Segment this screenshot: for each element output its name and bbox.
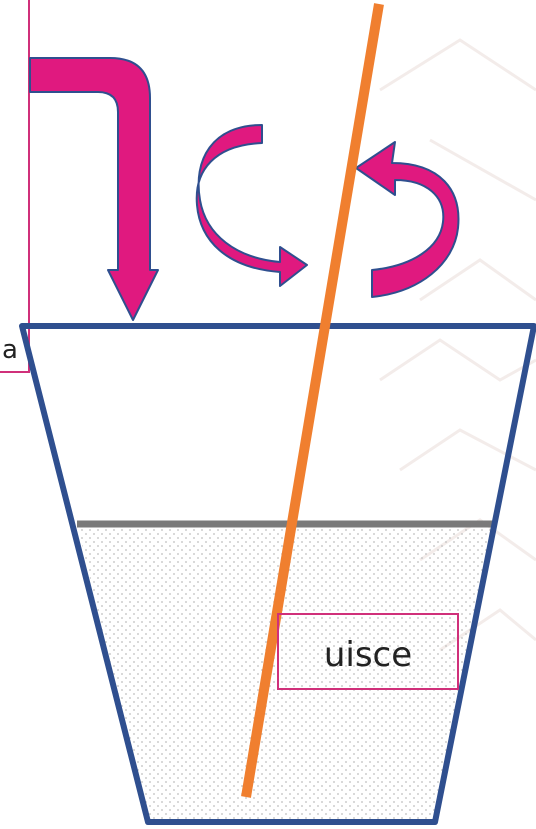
water-label-text: uisce <box>324 635 412 675</box>
stir-arrow-left-icon <box>195 124 308 287</box>
stir-arrow-right-icon <box>355 141 460 298</box>
pour-arrow-icon <box>29 57 159 321</box>
stirring-rod <box>241 3 384 798</box>
container-outline <box>19 323 536 825</box>
water-label-box: uisce <box>277 613 459 690</box>
water-body <box>77 524 495 822</box>
left-label-box: a <box>0 0 30 373</box>
left-label-text: a <box>2 335 18 365</box>
